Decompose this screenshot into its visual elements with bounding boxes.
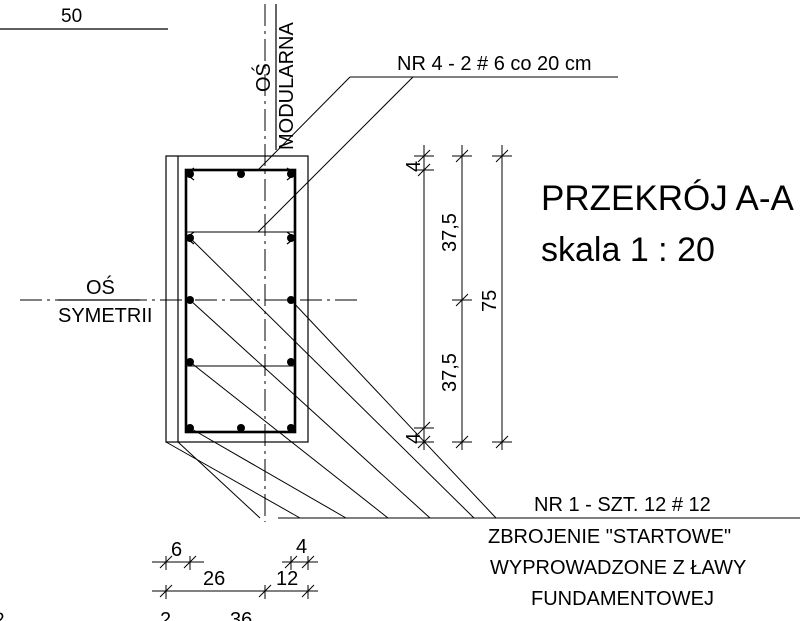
stirrup-leader-tie [257, 76, 414, 233]
stirrup-leader-outer [257, 76, 351, 171]
concrete-section [165, 155, 309, 443]
symmetry-axis-label-top: OŚ [86, 275, 115, 299]
dim-bottom-left: 2 [160, 609, 171, 621]
dim-tick [417, 149, 431, 163]
modular-axis: OŚ MODULARNA [251, 4, 298, 522]
rebar-leader [189, 361, 389, 519]
rebar-leader [189, 299, 431, 519]
dim-total-height: 75 [479, 290, 501, 312]
symmetry-axis-label-bottom: SYMETRII [58, 305, 152, 327]
rebar [237, 424, 245, 432]
dim-bottom-cover: 4 [403, 433, 425, 444]
rebar [287, 424, 295, 432]
concrete-outline [165, 155, 309, 443]
top-left-dimension: 50 [0, 6, 168, 30]
rebar-leader [290, 299, 497, 519]
rebar-leader [165, 441, 301, 519]
dim-half-left: 26 [203, 568, 225, 590]
stirrup-callout: NR 4 - 2 # 6 co 20 cm [257, 53, 618, 233]
rebar-callout-text: NR 1 - SZT. 12 # 12 [534, 494, 711, 516]
dim-lower-half: 37,5 [439, 353, 461, 392]
dim-half-right: 12 [276, 568, 298, 590]
stirrup-callout-text: NR 4 - 2 # 6 co 20 cm [397, 53, 592, 75]
rebar [186, 170, 194, 178]
rebar [287, 234, 295, 242]
note-line-2: WYPROWADZONE Z ŁAWY [490, 557, 746, 579]
rebar-callout: NR 1 - SZT. 12 # 12 ZBROJENIE "STARTOWE"… [165, 237, 800, 610]
dim-tick [455, 149, 469, 163]
dim-tick [495, 435, 509, 449]
dim-tick [284, 555, 298, 569]
vertical-dimensions: 4 37,5 37,5 4 75 [403, 145, 512, 450]
dim-upper-half: 37,5 [439, 213, 461, 252]
rebar-leader [189, 427, 347, 519]
top-left-dimension-value: 50 [61, 6, 82, 27]
corner-fragment: 2 [0, 610, 5, 621]
rebar [287, 358, 295, 366]
section-title: PRZEKRÓJ A-A [541, 179, 794, 218]
dim-tick [183, 555, 197, 569]
dim-tick [159, 555, 173, 569]
section-title-block: PRZEKRÓJ A-A skala 1 : 20 [541, 179, 794, 269]
rebars [186, 170, 295, 432]
dim-tick [301, 555, 315, 569]
dim-tick [417, 435, 431, 449]
rebar [237, 170, 245, 178]
outer-stirrup [184, 168, 297, 434]
modular-axis-label-bottom: MODULARNA [276, 22, 298, 150]
symmetry-axis: OŚ SYMETRII [20, 275, 358, 327]
dim-tick [455, 435, 469, 449]
dim-top-cover: 4 [403, 161, 425, 172]
dim-tick [258, 584, 272, 598]
note-line-3: FUNDAMENTOWEJ [531, 588, 714, 610]
section-scale: skala 1 : 20 [541, 231, 715, 269]
modular-axis-label-top: OŚ [251, 63, 275, 92]
dim-bottom-total: 36 [230, 609, 252, 621]
rebar-leader [189, 237, 475, 519]
dim-tick [417, 421, 431, 435]
dim-left-cover: 6 [171, 539, 182, 561]
rebar-leader [177, 441, 261, 519]
stirrups [184, 167, 297, 434]
dim-tick [455, 293, 469, 307]
horizontal-dimensions: 6 4 26 12 2 36 [152, 536, 318, 621]
dim-tick [495, 149, 509, 163]
dim-tick [301, 584, 315, 598]
dim-right-cover: 4 [296, 536, 307, 558]
note-line-1: ZBROJENIE "STARTOWE" [488, 526, 731, 548]
dim-tick [417, 163, 431, 177]
dim-tick [159, 584, 173, 598]
rebar [287, 170, 295, 178]
